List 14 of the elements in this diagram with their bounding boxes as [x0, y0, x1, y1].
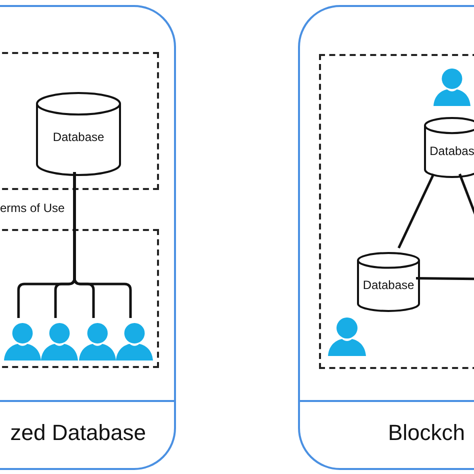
panel-title: zed Database [10, 420, 146, 446]
architecture-panel [0, 5, 176, 470]
database-label: Databas [428, 144, 474, 158]
connector-line [398, 173, 435, 249]
connector-line [73, 172, 132, 318]
dashed-region [0, 229, 159, 368]
database-label: Database [362, 278, 416, 292]
panel-title: Blockch [388, 420, 466, 446]
region-label: erms of Use [0, 201, 65, 215]
database-label: Database [52, 130, 106, 144]
connector-line [416, 277, 474, 280]
dashed-region [0, 52, 159, 190]
dashed-region [319, 54, 474, 369]
architecture-panel [298, 5, 474, 470]
